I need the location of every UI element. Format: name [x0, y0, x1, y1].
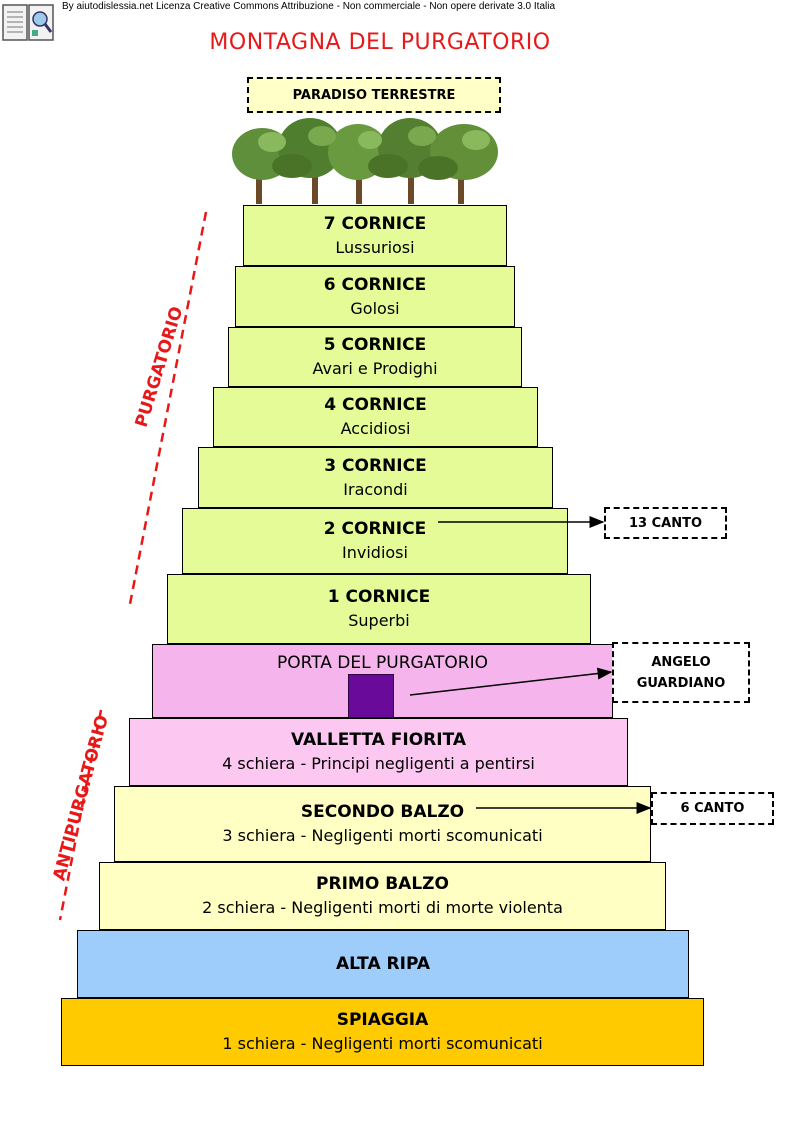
paradiso-terrestre-box: PARADISO TERRESTRE: [247, 77, 501, 113]
callout-line: GUARDIANO: [636, 675, 726, 691]
tier-title: 1 CORNICE: [327, 587, 431, 607]
tier-subtitle: Golosi: [350, 298, 400, 318]
tier-title: 4 CORNICE: [324, 395, 427, 415]
callout-13-canto: 13 CANTO: [604, 507, 727, 539]
page-title: MONTAGNA DEL PURGATORIO: [209, 30, 551, 55]
tier-cornice-7: 7 CORNICE Lussuriosi: [243, 205, 507, 266]
tier-subtitle: Superbi: [348, 611, 410, 630]
tier-title: SPIAGGIA: [336, 1010, 429, 1030]
tier-primo-balzo: PRIMO BALZO 2 schiera - Negligenti morti…: [99, 862, 666, 930]
callout-line: ANGELO: [651, 654, 711, 670]
tier-spiaggia: SPIAGGIA 1 schiera - Negligenti morti sc…: [61, 998, 704, 1066]
tier-title: 6 CORNICE: [323, 274, 427, 295]
book-logo-icon: [2, 4, 54, 41]
callout-6-canto: 6 CANTO: [651, 792, 774, 825]
tier-secondo-balzo: SECONDO BALZO 3 schiera - Negligenti mor…: [114, 786, 651, 862]
tier-alta-ripa: ALTA RIPA: [77, 930, 689, 998]
tier-title: 2 CORNICE: [323, 519, 427, 539]
tier-cornice-1: 1 CORNICE Superbi: [167, 574, 591, 644]
tier-subtitle: Avari e Prodighi: [312, 359, 438, 378]
tier-title: VALLETTA FIORITA: [290, 730, 466, 750]
tier-title: SECONDO BALZO: [300, 802, 465, 822]
tier-subtitle: Accidiosi: [340, 419, 411, 438]
tier-cornice-4: 4 CORNICE Accidiosi: [213, 387, 538, 447]
tier-subtitle: 4 schiera - Principi negligenti a pentir…: [222, 754, 535, 773]
tier-subtitle: Iracondi: [343, 479, 408, 499]
tier-subtitle: 3 schiera - Negligenti morti scomunicati: [222, 826, 543, 845]
tier-subtitle: Invidiosi: [342, 543, 408, 562]
tier-title: ALTA RIPA: [336, 954, 430, 974]
tier-cornice-5: 5 CORNICE Avari e Prodighi: [228, 327, 522, 387]
tier-valletta-fiorita: VALLETTA FIORITA 4 schiera - Principi ne…: [129, 718, 628, 786]
tier-title: 5 CORNICE: [323, 335, 427, 355]
antipurgatorio-dashed-line: [58, 709, 103, 921]
tier-subtitle: Lussuriosi: [335, 237, 415, 257]
purgatorio-dashed-line: [128, 211, 208, 605]
tier-title: 7 CORNICE: [323, 213, 427, 234]
tier-title: PRIMO BALZO: [316, 874, 449, 894]
callout-angelo-guardiano: ANGELO GUARDIANO: [612, 642, 750, 703]
gate-door-icon: [348, 674, 394, 718]
arrow-angelo-guardiano: [409, 667, 613, 696]
tier-title: 3 CORNICE: [324, 455, 427, 476]
tier-subtitle: 1 schiera - Negligenti morti scomunicati: [222, 1034, 543, 1053]
trees-illustration: [232, 118, 498, 204]
tier-cornice-3: 3 CORNICE Iracondi: [198, 447, 553, 508]
license-credit: By aiutodislessia.net Licenza Creative C…: [62, 1, 556, 12]
tier-cornice-6: 6 CORNICE Golosi: [235, 266, 515, 327]
tier-cornice-2: 2 CORNICE Invidiosi: [182, 508, 568, 574]
tier-subtitle: 2 schiera - Negligenti morti di morte vi…: [202, 898, 563, 917]
tier-title: PORTA DEL PURGATORIO: [277, 653, 488, 673]
